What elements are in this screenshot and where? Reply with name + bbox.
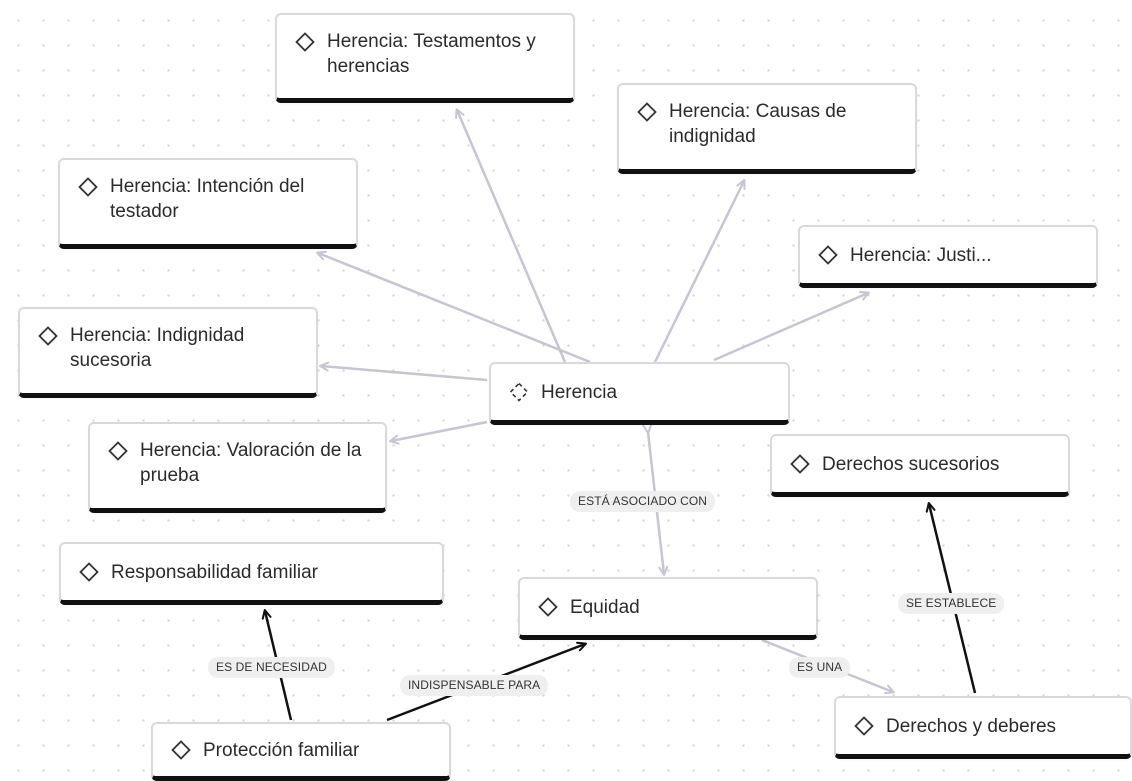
node-causas[interactable]: Herencia: Causas de indignidad xyxy=(617,83,917,174)
node-herencia-central[interactable]: Herencia xyxy=(489,362,790,425)
edge-herencia-testamentos[interactable] xyxy=(455,108,567,363)
node-derechos-deberes[interactable]: Derechos y deberes xyxy=(834,696,1132,759)
diamond-icon xyxy=(538,597,558,617)
node-intencion[interactable]: Herencia: Intención del testador xyxy=(58,158,358,249)
edge-label-establece: SE ESTABLECE xyxy=(898,593,1005,614)
edge-herencia-indignidad[interactable] xyxy=(319,361,488,382)
node-label: Herencia: Indignidad sucesoria xyxy=(70,325,245,371)
diamond-icon xyxy=(854,716,874,736)
edge-label-necesidad: ES DE NECESIDAD xyxy=(208,657,335,678)
node-label: Herencia: Valoración de la prueba xyxy=(140,440,362,486)
edge-herencia-valoracion[interactable] xyxy=(389,420,488,445)
diamond-icon xyxy=(171,740,191,760)
edge-herencia-causas[interactable] xyxy=(653,179,746,363)
node-justi[interactable]: Herencia: Justi... xyxy=(798,225,1098,288)
node-proteccion[interactable]: Protección familiar xyxy=(151,722,451,781)
node-responsabilidad[interactable]: Responsabilidad familiar xyxy=(59,542,444,605)
edge-label-es-una: ES UNA xyxy=(789,657,851,678)
node-label: Herencia: Testamentos y herencias xyxy=(327,31,536,77)
node-label: Herencia: Justi... xyxy=(850,244,992,266)
diamond-icon xyxy=(818,245,838,265)
node-label: Herencia: Causas de indignidad xyxy=(669,101,847,147)
node-label: Responsabilidad familiar xyxy=(111,561,318,583)
node-equidad[interactable]: Equidad xyxy=(518,577,818,640)
node-label: Herencia xyxy=(541,381,618,403)
diamond-dashed-icon xyxy=(509,382,529,402)
node-valoracion[interactable]: Herencia: Valoración de la prueba xyxy=(88,422,387,513)
node-indignidad[interactable]: Herencia: Indignidad sucesoria xyxy=(18,307,318,398)
node-testamentos[interactable]: Herencia: Testamentos y herencias xyxy=(275,13,575,103)
diamond-icon xyxy=(295,32,315,52)
node-label: Derechos y deberes xyxy=(886,715,1057,737)
node-label: Equidad xyxy=(570,596,640,618)
edge-herencia-justi[interactable] xyxy=(713,291,870,362)
diamond-icon xyxy=(38,326,58,346)
edge-herencia-intencion[interactable] xyxy=(316,250,591,364)
diamond-icon xyxy=(78,177,98,197)
diamond-icon xyxy=(79,562,99,582)
diamond-icon xyxy=(790,454,810,474)
diamond-icon xyxy=(108,441,128,461)
edge-label-indispensable: INDISPENSABLE PARA xyxy=(400,675,549,696)
edge-label-asociado: ESTÁ ASOCIADO CON xyxy=(570,491,716,512)
node-label: Protección familiar xyxy=(203,739,360,761)
diamond-icon xyxy=(637,102,657,122)
node-label: Derechos sucesorios xyxy=(822,453,1000,475)
node-label: Herencia: Intención del testador xyxy=(110,176,305,222)
node-derechos-sucesorios[interactable]: Derechos sucesorios xyxy=(770,434,1070,497)
